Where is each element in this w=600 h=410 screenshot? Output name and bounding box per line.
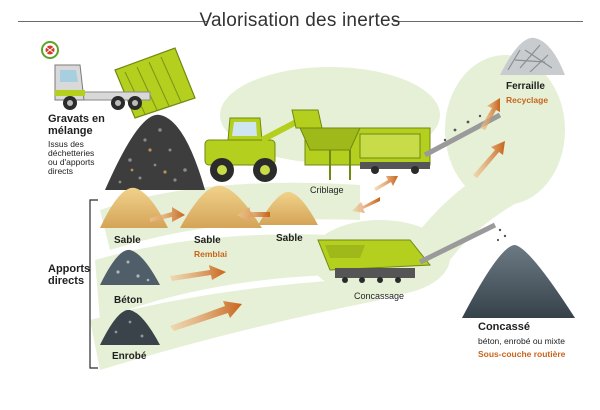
dump-truck-icon — [54, 47, 196, 119]
crusher-machine-icon — [317, 222, 507, 283]
label-apports-directs: Apports directs — [48, 263, 91, 287]
logo-icon — [41, 41, 59, 59]
title-row: Valorisation des inertes — [0, 8, 600, 34]
label-gravats-sub: Issus des déchetteries ou d'apports dire… — [48, 139, 95, 176]
label-recyclage: Recyclage — [506, 95, 549, 105]
wheel-loader-icon — [204, 109, 323, 182]
label-gravats-title: Gravats en mélange — [48, 113, 105, 137]
title-rule-left — [18, 21, 208, 22]
label-sable-2: Sable — [194, 235, 221, 246]
label-beton: Béton — [114, 295, 143, 306]
label-concasse-sub: béton, enrobé ou mixte — [478, 336, 565, 346]
beton-pile — [100, 249, 160, 285]
sand-pile-3 — [258, 191, 318, 225]
label-remblai: Remblai — [194, 249, 228, 259]
title-rule-right — [393, 21, 583, 22]
concasse-pile — [462, 245, 575, 318]
label-concassage: Concassage — [354, 291, 405, 301]
label-concasse: Concassé — [478, 321, 530, 333]
screening-machine-icon — [299, 112, 502, 180]
apports-bracket — [89, 199, 98, 369]
label-criblage: Criblage — [310, 185, 344, 195]
enrobe-pile — [100, 309, 160, 345]
label-sable-3: Sable — [276, 233, 303, 244]
gravats-pile — [105, 114, 205, 190]
label-ferraille: Ferraille — [506, 81, 545, 92]
ferraille-pile — [500, 37, 565, 75]
label-enrobe: Enrobé — [112, 351, 147, 362]
label-sable-1: Sable — [114, 235, 141, 246]
label-sous-couche: Sous-couche routière — [478, 349, 566, 359]
arrow-icon — [150, 98, 505, 331]
page-title: Valorisation des inertes — [199, 10, 401, 31]
